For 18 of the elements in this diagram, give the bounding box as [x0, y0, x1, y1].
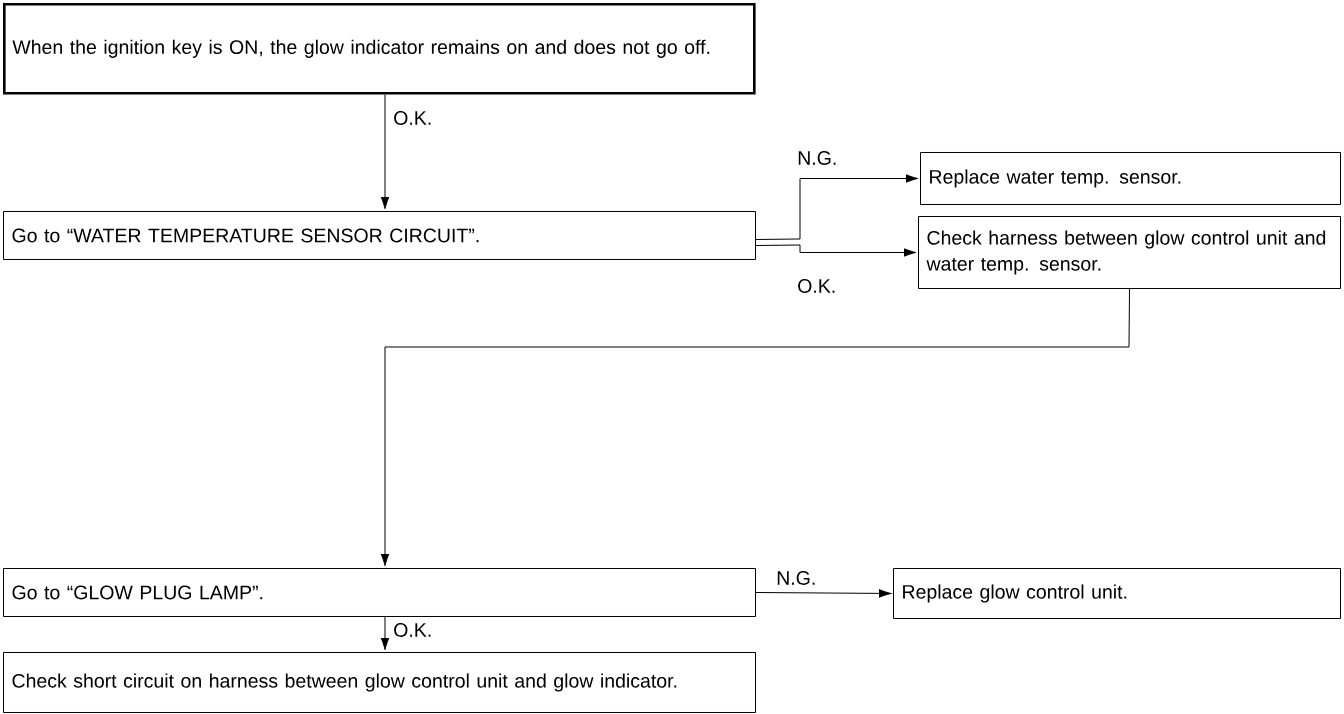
- process-box: Go to “GLOW PLUG LAMP”.: [3, 568, 756, 617]
- arrow: [755, 174, 919, 240]
- edge-label: O.K.: [392, 110, 434, 126]
- arrow: [380, 616, 390, 651]
- edge-label: O.K.: [392, 622, 434, 638]
- arrow: [755, 244, 917, 257]
- process-box: Replace water temp. sensor.: [920, 152, 1341, 205]
- process-box: Check harness between glow control unit and water temp. sensor.: [918, 216, 1341, 289]
- edge-label: N.G.: [796, 150, 839, 166]
- process-box: Go to “WATER TEMPERATURE SENSOR CIRCUIT”.: [3, 211, 756, 260]
- edge-label: O.K.: [796, 278, 838, 294]
- process-box: Replace glow control unit.: [893, 568, 1341, 619]
- arrow: [755, 589, 892, 598]
- arrow: [380, 288, 1130, 567]
- process-box: Check short circuit on harness between glow control unit and glow indicator.: [3, 652, 756, 713]
- edge-label: N.G.: [775, 570, 818, 586]
- process-box: When the ignition key is ON, the glow indicator remains on and does not go off.: [3, 3, 756, 95]
- arrow: [380, 94, 390, 210]
